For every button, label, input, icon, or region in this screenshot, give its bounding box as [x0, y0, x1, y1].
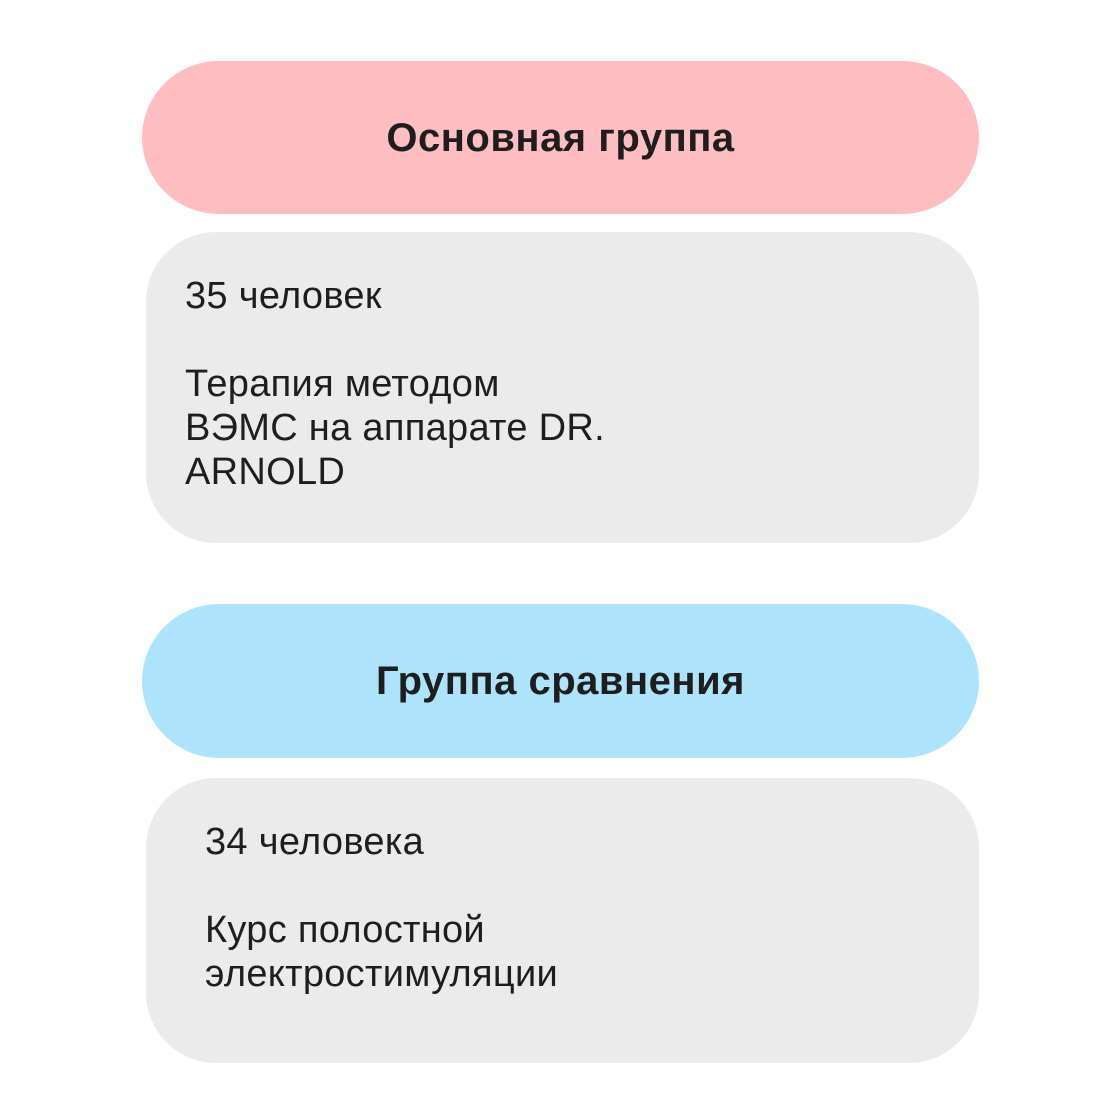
comparison-group-size: 34 человека — [205, 821, 425, 863]
main-group-size: 35 человек — [185, 275, 382, 317]
comparison-group-title: Группа сравнения — [376, 659, 745, 703]
main-group-title: Основная группа — [386, 115, 735, 160]
comparison-group-description: Курс полостной электростимуляции — [205, 909, 559, 995]
comparison-group-header-pill: Группа сравнения — [142, 604, 979, 758]
main-group-description: Терапия методом ВЭМС на аппарате DR. ARN… — [185, 363, 605, 493]
main-group-card: 35 человек Терапия методом ВЭМС на аппар… — [146, 232, 979, 543]
main-group-header-pill: Основная группа — [142, 61, 979, 214]
comparison-group-card: 34 человека Курс полостной электростимул… — [146, 778, 979, 1063]
